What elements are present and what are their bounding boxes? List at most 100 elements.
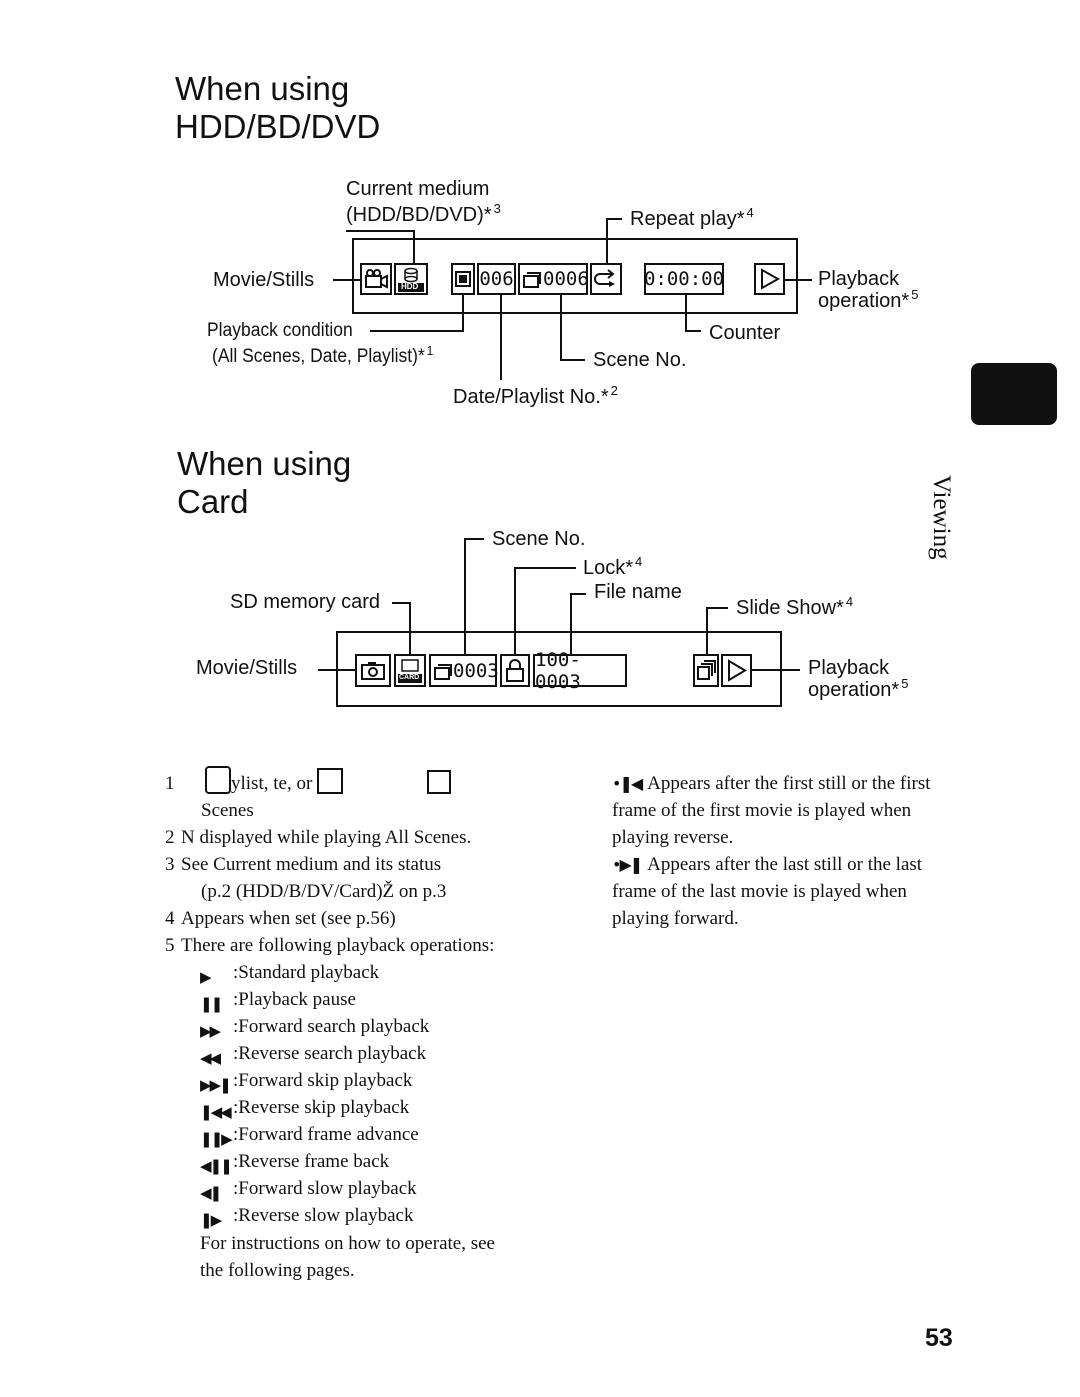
- right-note-1: •❚◀Appears after the first still or the …: [612, 770, 931, 851]
- footnote-5-text: There are following playback operations:: [181, 935, 495, 956]
- operation-text: :Reverse search playback: [233, 1043, 427, 1064]
- page-number: 53: [925, 1324, 953, 1352]
- footnote-1-text2: Scenes: [201, 800, 254, 821]
- label-operation: operation*5: [818, 287, 919, 312]
- hdd-icon: HDD: [394, 263, 428, 295]
- forward-slow-glyph-icon: ◀❚: [200, 1184, 222, 1202]
- repeat-icon: [590, 263, 622, 295]
- lock-text: Lock*: [583, 557, 634, 579]
- still-camera-icon: [355, 654, 391, 687]
- label-scene-no: Scene No.: [593, 349, 687, 371]
- card-label-playback: Playback: [808, 657, 890, 679]
- date-playlist-number: 006: [477, 263, 516, 295]
- closing-text-2: the following pages.: [200, 1260, 355, 1281]
- card-title-line2: Card: [177, 483, 249, 520]
- date-playlist-text: Date/Playlist No.*: [453, 386, 609, 408]
- operation-text: :Forward skip playback: [233, 1070, 413, 1091]
- slide-show-text: Slide Show*: [736, 597, 844, 619]
- card-footnote-ref-5: 5: [901, 676, 909, 692]
- calendar-icon: [317, 768, 343, 794]
- card-label-lock: Lock*4: [583, 554, 643, 579]
- card-label-sd-memory-card: SD memory card: [230, 591, 381, 613]
- label-current-medium: Current medium: [346, 178, 490, 200]
- card-label-file-name: File name: [594, 581, 682, 603]
- footnote-5-num: 5: [165, 935, 175, 956]
- right-note-2-line2: frame of the last movie is played when: [612, 881, 907, 902]
- right-note-1-line1: Appears after the first still or the fir…: [647, 773, 931, 794]
- play-glyph-icon: ▶: [200, 968, 211, 986]
- playlist-icon: [451, 263, 475, 295]
- file-name-display: 100-0003: [533, 649, 627, 693]
- hdd-title-line2: HDD/BD/DVD: [175, 108, 381, 145]
- scene-number-display: 0006: [518, 263, 589, 295]
- scene-number-text: 0006: [543, 268, 589, 290]
- closing-text: For instructions on how to operate, see: [200, 1233, 495, 1254]
- operation-text: :Reverse slow playback: [233, 1205, 414, 1226]
- pause-glyph-icon: ❚❚: [200, 995, 223, 1013]
- card-scene-number-display: 0003: [429, 654, 499, 687]
- card-footnote-ref-4a: 4: [635, 554, 643, 570]
- card-operation-text: operation*: [808, 679, 900, 701]
- all-scenes-icon: [427, 770, 451, 794]
- playlist-book-icon: [205, 766, 231, 794]
- footnote-3-text2: (p.2 (HDD/B/DV/Card)Ž on p.3: [201, 881, 447, 902]
- card-play-icon: [721, 654, 752, 687]
- movie-camera-icon: [360, 263, 392, 295]
- footnote-1-text: ylist, te, or: [231, 773, 313, 794]
- playback-condition-sub-text: (All Scenes, Date, Playlist)*: [212, 346, 425, 367]
- scene-icon: [523, 272, 541, 288]
- footnote-ref-5: 5: [911, 287, 919, 303]
- card-footnote-ref-4b: 4: [845, 594, 854, 610]
- label-counter: Counter: [709, 322, 781, 344]
- card-scene-number-text: 0003: [453, 660, 499, 682]
- hdd-title-line1: When using: [175, 70, 350, 107]
- right-note-1-line2: frame of the first movie is played when: [612, 800, 912, 821]
- card-icon-text: CARD: [399, 674, 420, 681]
- card-label-movie-stills: Movie/Stills: [196, 657, 298, 679]
- play-icon: [754, 263, 785, 295]
- label-movie-stills: Movie/Stills: [213, 269, 315, 291]
- card-section-title: When using Card: [177, 445, 351, 521]
- hdd-icon-text: HDD: [401, 282, 419, 291]
- label-playback-condition-sub: (All Scenes, Date, Playlist)*1: [212, 342, 434, 368]
- footnote-2-num: 2: [165, 827, 175, 848]
- label-playback: Playback: [818, 268, 900, 290]
- footnote-4-num: 4: [165, 908, 175, 929]
- footnote-3-text: See Current medium and its status: [181, 854, 442, 875]
- reverse-skip-glyph-icon: ❚◀◀: [200, 1103, 232, 1121]
- footnote-4-text: Appears when set (see p.56): [181, 908, 396, 929]
- label-repeat-play: Repeat play*4: [630, 206, 754, 230]
- frame-back-glyph-icon: ◀❚❚: [200, 1157, 233, 1175]
- forward-search-glyph-icon: ▶▶: [200, 1022, 221, 1040]
- operation-text: :Reverse frame back: [233, 1151, 390, 1172]
- label-current-medium-sub: (HDD/BD/DVD)*3: [346, 202, 501, 226]
- hdd-section-title: When using HDD/BD/DVD: [175, 70, 380, 146]
- footnote-2-text: N displayed while playing All Scenes.: [181, 827, 472, 848]
- lock-icon: [500, 654, 530, 687]
- chapter-tab: [971, 363, 1057, 425]
- operation-text: :Forward slow playback: [233, 1178, 417, 1199]
- label-playback-condition: Playback condition: [207, 320, 353, 341]
- reverse-slow-glyph-icon: ❚▶: [200, 1211, 222, 1229]
- forward-skip-glyph-icon: ▶▶❚: [200, 1076, 232, 1094]
- card-title-line1: When using: [177, 445, 352, 482]
- operation-text: :Standard playback: [233, 962, 380, 983]
- current-medium-sub-text: (HDD/BD/DVD)*: [346, 204, 492, 226]
- operation-text: :Forward search playback: [233, 1016, 430, 1037]
- footnote-ref-1: 1: [426, 342, 434, 358]
- reverse-search-glyph-icon: ◀◀: [200, 1049, 221, 1067]
- skip-back-glyph-icon: •❚◀: [612, 774, 643, 793]
- right-note-2-line1: Appears after the last still or the last: [647, 854, 923, 875]
- slide-show-icon: [693, 654, 719, 687]
- label-date-playlist-no: Date/Playlist No.*2: [453, 383, 618, 408]
- repeat-play-text: Repeat play*: [630, 208, 745, 230]
- footnote-3-num: 3: [165, 854, 175, 875]
- right-note-2-line3: playing forward.: [612, 908, 739, 929]
- card-scene-icon: [434, 664, 452, 680]
- sd-card-icon: CARD: [394, 654, 426, 687]
- operation-text: :Reverse skip playback: [233, 1097, 410, 1118]
- skip-forward-glyph-icon: •▶❚: [612, 855, 643, 874]
- card-label-operation: operation*5: [808, 676, 909, 701]
- footnote-ref-2: 2: [610, 383, 618, 399]
